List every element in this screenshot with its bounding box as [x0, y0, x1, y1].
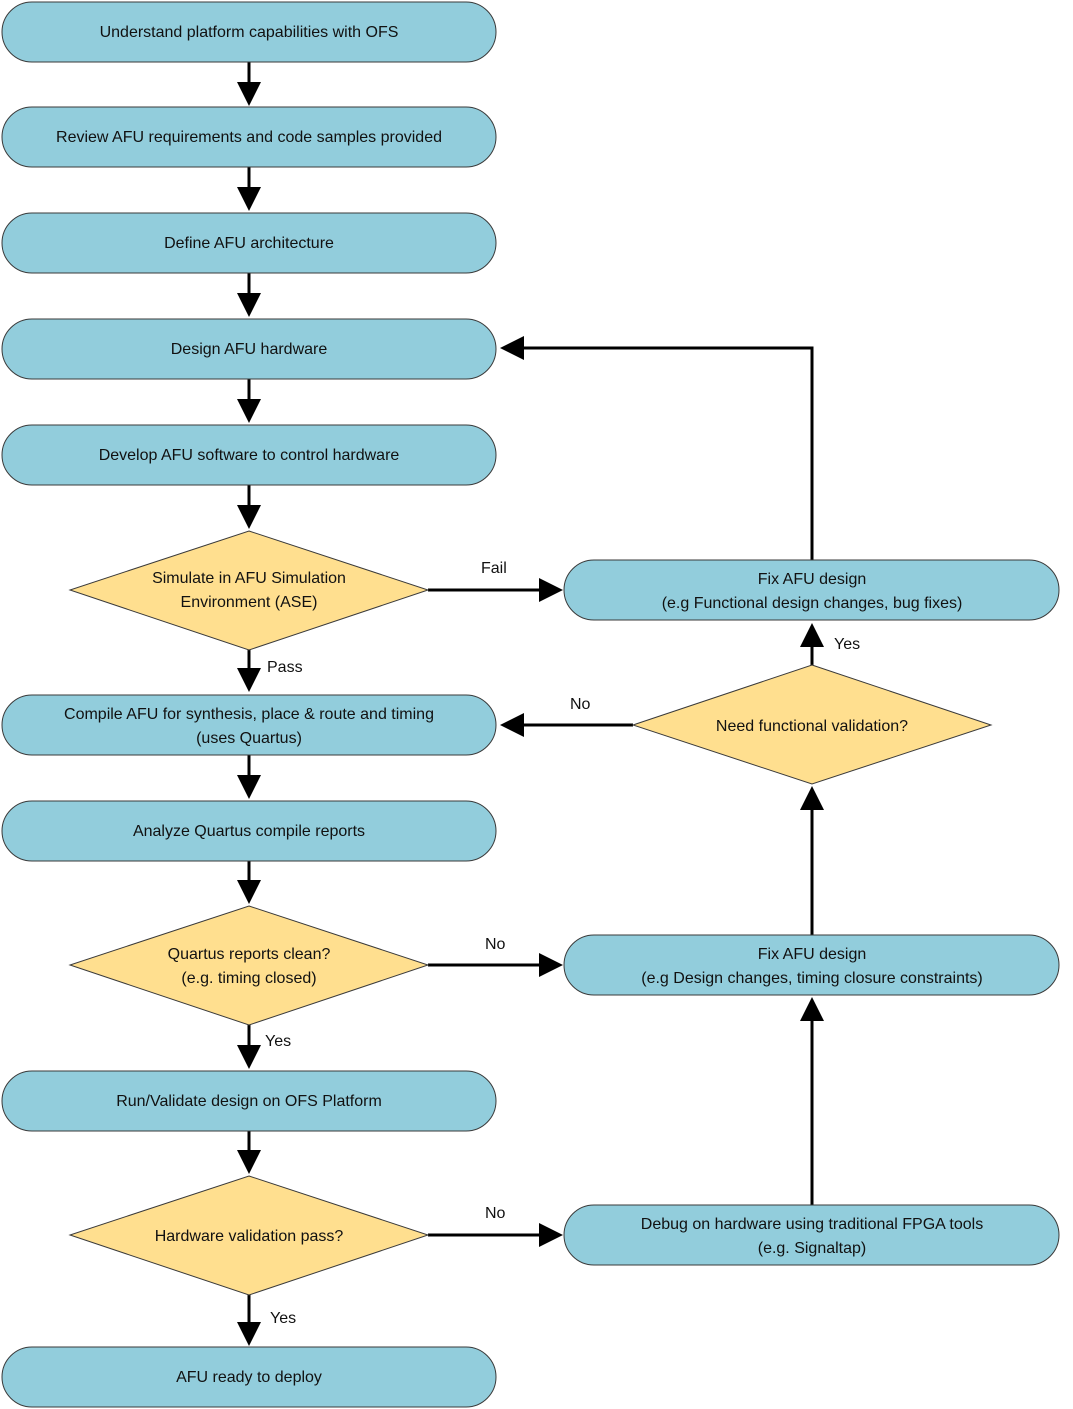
process-box: [563, 559, 1060, 621]
node-label: Run/Validate design on OFS Platform: [116, 1093, 382, 1110]
decision-need-functional-validation: Need functional validation?: [631, 664, 993, 785]
node-develop-afu-software: Develop AFU software to control hardware: [1, 424, 497, 486]
node-compile-afu: Compile AFU for synthesis, place & route…: [1, 694, 497, 756]
node-label: Define AFU architecture: [164, 235, 334, 252]
process-box: [1, 1070, 497, 1132]
edge-r1-n4: [500, 336, 814, 560]
decision-quartus-clean: Quartus reports clean? (e.g. timing clos…: [68, 905, 430, 1026]
process-box: [1, 424, 497, 486]
node-label-line2: (uses Quartus): [196, 730, 302, 747]
node-run-validate-design: Run/Validate design on OFS Platform: [1, 1070, 497, 1132]
process-box: [1, 212, 497, 274]
node-review-afu-requirements: Review AFU requirements and code samples…: [1, 106, 497, 168]
node-label-line1: Fix AFU design: [758, 571, 866, 588]
node-design-afu-hardware: Design AFU hardware: [1, 318, 497, 380]
node-label: Develop AFU software to control hardware: [99, 447, 400, 464]
process-box: [1, 1, 497, 63]
node-label-line2: (e.g. Signaltap): [758, 1240, 867, 1257]
node-debug-on-hardware: Debug on hardware using traditional FPGA…: [563, 1204, 1060, 1266]
node-label: AFU ready to deploy: [176, 1369, 322, 1386]
process-box: [1, 106, 497, 168]
edge-label-no-hw: No: [485, 1205, 506, 1222]
node-label: Review AFU requirements and code samples…: [56, 129, 442, 146]
decision-label: Hardware validation pass?: [155, 1228, 344, 1245]
node-label: Understand platform capabilities with OF…: [100, 24, 399, 41]
edge-label-pass: Pass: [267, 659, 303, 676]
process-box: [1, 800, 497, 862]
decision-diamond: [68, 1175, 430, 1296]
process-box: [1, 318, 497, 380]
edge-label-yes-hw: Yes: [270, 1310, 296, 1327]
decision-diamond: [68, 905, 430, 1026]
edge-label-yes-functional: Yes: [834, 636, 860, 653]
edge-labels: Fail Pass No Yes No Yes No Yes: [265, 560, 860, 1327]
process-box: [563, 934, 1060, 996]
process-box: [1, 1346, 497, 1408]
decision-label: Need functional validation?: [716, 718, 908, 735]
decision-label-line2: (e.g. timing closed): [181, 970, 316, 987]
edge-label-yes-quartus: Yes: [265, 1033, 291, 1050]
decision-diamond: [631, 664, 993, 785]
node-label-line1: Debug on hardware using traditional FPGA…: [641, 1216, 983, 1233]
node-afu-ready-to-deploy: AFU ready to deploy: [1, 1346, 497, 1408]
node-fix-afu-functional: Fix AFU design (e.g Functional design ch…: [563, 559, 1060, 621]
node-label-line2: (e.g Functional design changes, bug fixe…: [662, 595, 963, 612]
node-label: Design AFU hardware: [171, 341, 328, 358]
node-fix-afu-timing: Fix AFU design (e.g Design changes, timi…: [563, 934, 1060, 996]
node-analyze-quartus-reports: Analyze Quartus compile reports: [1, 800, 497, 862]
node-label-line1: Fix AFU design: [758, 946, 866, 963]
decision-label-line1: Quartus reports clean?: [168, 946, 331, 963]
edge-label-fail: Fail: [481, 560, 507, 577]
decision-hardware-validation: Hardware validation pass?: [68, 1175, 430, 1296]
node-label: Analyze Quartus compile reports: [133, 823, 365, 840]
process-box: [1, 694, 497, 756]
decision-simulate-ase: Simulate in AFU Simulation Environment (…: [68, 530, 430, 651]
process-box: [563, 1204, 1060, 1266]
node-understand-platform: Understand platform capabilities with OF…: [1, 1, 497, 63]
decision-diamond: [68, 530, 430, 651]
node-label-line2: (e.g Design changes, timing closure cons…: [641, 970, 983, 987]
node-define-afu-architecture: Define AFU architecture: [1, 212, 497, 274]
decision-label-line1: Simulate in AFU Simulation: [152, 570, 346, 587]
node-label-line1: Compile AFU for synthesis, place & route…: [64, 706, 434, 723]
edge-label-no-quartus: No: [485, 936, 506, 953]
edge-label-no-functional: No: [570, 696, 591, 713]
flow-edges: [237, 62, 824, 1346]
decision-label-line2: Environment (ASE): [181, 594, 318, 611]
